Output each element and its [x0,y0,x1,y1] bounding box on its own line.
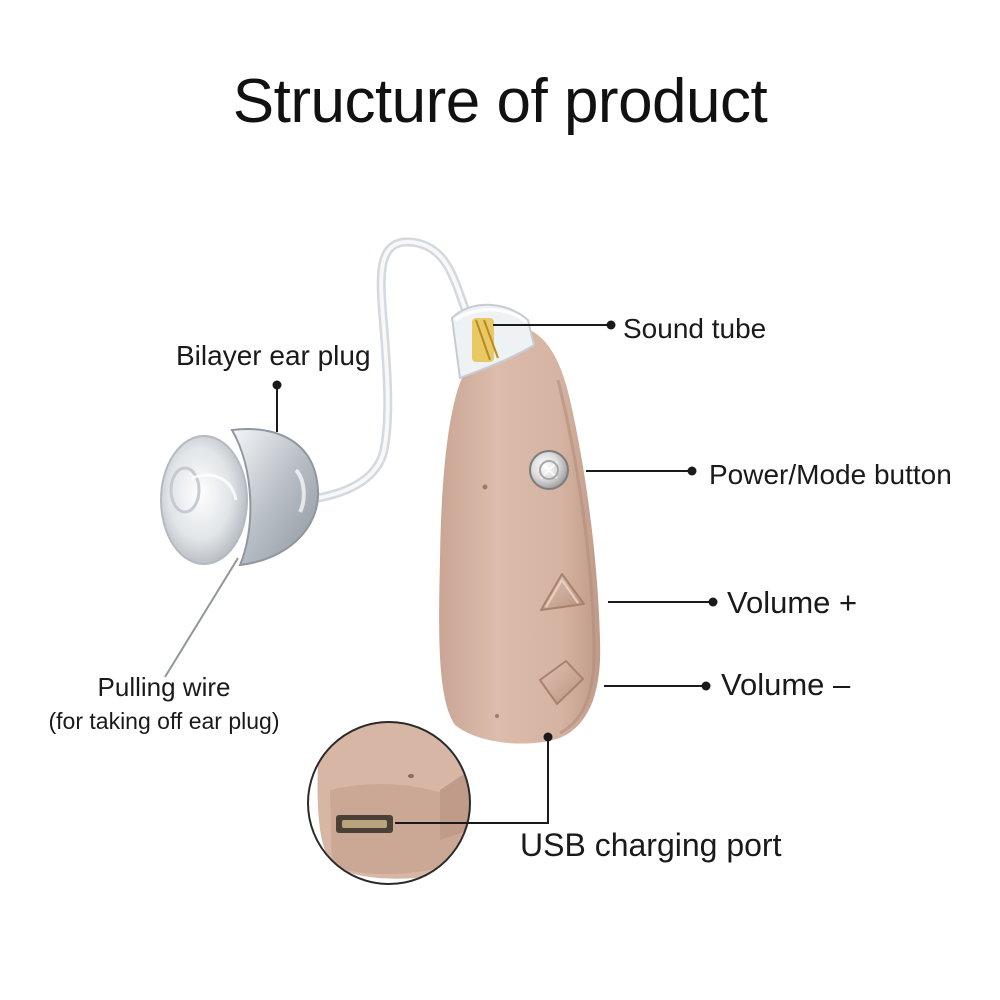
volume-plus-button-shape [540,573,585,611]
leader-lines [276,324,713,824]
bilayer-ear-plug-label: Bilayer ear plug [176,340,371,371]
pulling-wire-shape [164,557,239,678]
page-title: Structure of product [232,67,768,136]
pulling-wire-label-block: Pulling wire (for taking off ear plug) [36,670,292,738]
sound-tube-label: Sound tube [623,313,767,344]
volume-minus-button-shape [539,660,584,705]
pulling-wire-label: Pulling wire [97,672,231,702]
ear-plug-shape [160,428,320,567]
usb-charging-port-label: USB charging port [520,827,782,863]
volume-minus-label: Volume – [721,667,851,702]
volume-plus-label: Volume + [727,585,858,620]
sound-tube-shape [313,237,475,503]
power-mode-button-label: Power/Mode button [709,459,952,490]
hearing-aid-body [439,303,601,744]
usb-zoom-inset [307,721,471,885]
leader-dots [272,320,718,742]
pulling-wire-note: (for taking off ear plug) [48,708,280,734]
power-mode-button-shape [529,450,569,490]
